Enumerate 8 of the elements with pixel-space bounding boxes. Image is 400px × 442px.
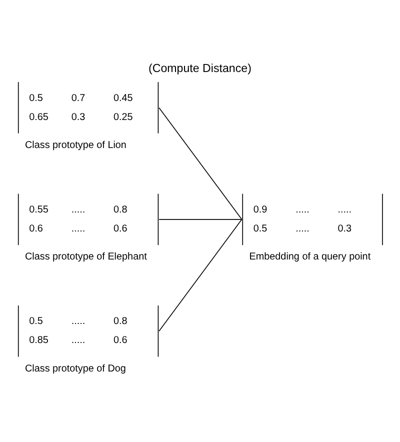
node-text: 0.5 0.7 0.45 0.65 0.3 0.25 Class prototype of Lion — [24, 92, 133, 150]
connector — [158, 106, 242, 220]
diagram-title: (Compute Distance) — [148, 62, 252, 74]
node-text: 0.9 ..... ..... 0.5 ..... 0.3 Embedding of a query point — [249, 204, 371, 262]
connector — [158, 218, 242, 332]
connector — [158, 218, 242, 220]
node-text: 0.5 ..... 0.8 0.85 ..... 0.6 Class prototype of Dog — [24, 316, 128, 374]
node-text: 0.55 ..... 0.8 0.6 ..... 0.6 Class prototype of Elephant — [24, 204, 147, 262]
